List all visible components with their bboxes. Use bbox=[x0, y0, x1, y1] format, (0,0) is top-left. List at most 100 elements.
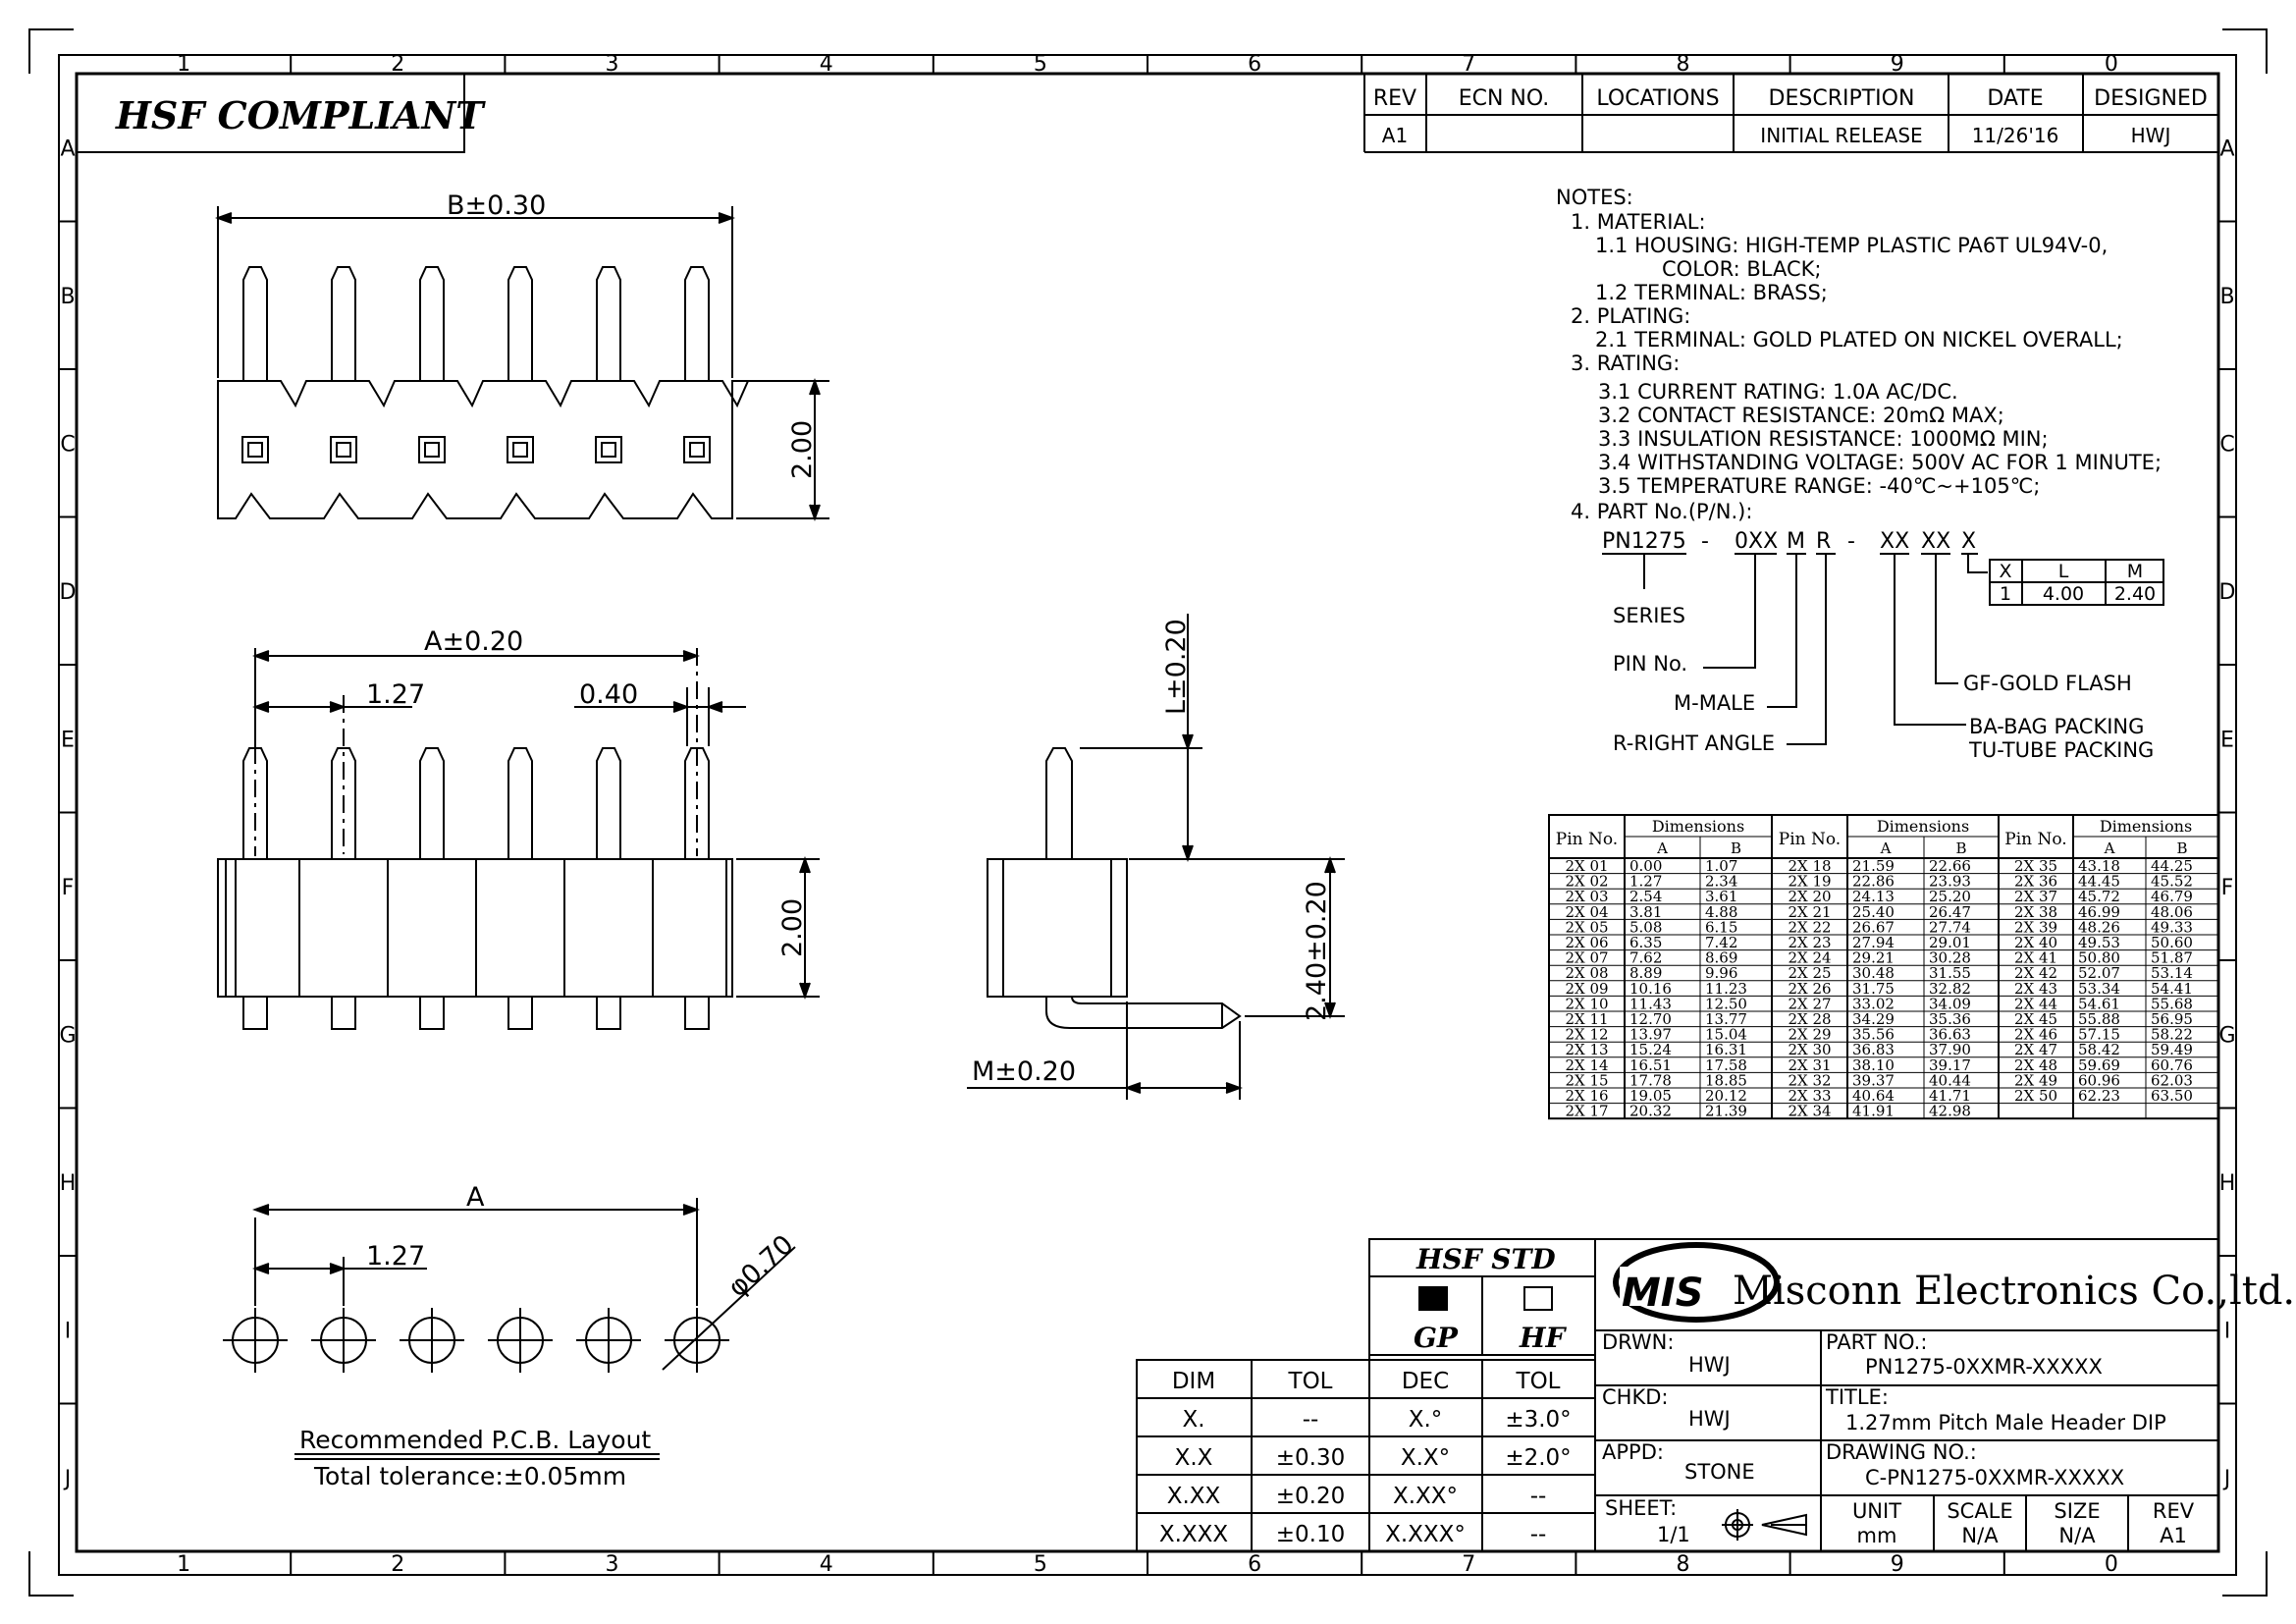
pin-table-cell: 7.62 bbox=[1629, 949, 1662, 967]
top-view bbox=[215, 206, 829, 521]
zone-column-label: 2 bbox=[391, 1552, 404, 1577]
pin-table-cell: 2X 41 bbox=[2014, 949, 2057, 967]
zone-column-label: 9 bbox=[1891, 52, 1904, 77]
pin-table-cell: 2X 26 bbox=[1788, 980, 1831, 998]
pin-square-inner bbox=[424, 442, 440, 458]
pin-table-cell: 56.95 bbox=[2151, 1010, 2193, 1028]
zone-column-label: 0 bbox=[2105, 1552, 2118, 1577]
drawing-no-label: DRAWING NO.: bbox=[1826, 1440, 1977, 1464]
chkd-value: HWJ bbox=[1688, 1407, 1731, 1431]
pin-table-cell: 25.40 bbox=[1852, 903, 1895, 921]
pin-table-cell: 2X 11 bbox=[1565, 1010, 1608, 1028]
tolerance-cell: ±0.20 bbox=[1276, 1484, 1345, 1509]
pin-table-cell: 32.82 bbox=[1929, 980, 1971, 998]
pin-table-cell: 2X 36 bbox=[2014, 873, 2057, 891]
part-code-plating: XX bbox=[1880, 529, 1909, 554]
pin-table-cell: 2X 42 bbox=[2014, 964, 2057, 982]
pin-top bbox=[596, 266, 621, 381]
pin-table-cell: 0.00 bbox=[1629, 857, 1662, 875]
scale-label: SCALE bbox=[1947, 1499, 2012, 1523]
tol-header-dec: DEC bbox=[1402, 1369, 1449, 1394]
tolerance-cell: ±0.10 bbox=[1276, 1522, 1345, 1547]
pin-table-cell: 3.81 bbox=[1629, 903, 1662, 921]
pin-table-header-b: B bbox=[2176, 839, 2187, 857]
pin-table-cell: 49.53 bbox=[2078, 934, 2120, 951]
dim-pin-width-label: 0.40 bbox=[579, 679, 638, 710]
pin-table-cell: 27.94 bbox=[1852, 934, 1895, 951]
projection-symbol-icon bbox=[1722, 1509, 1807, 1541]
pin-table-cell: 2X 27 bbox=[1788, 995, 1831, 1012]
pin-table-cell: 15.24 bbox=[1629, 1041, 1672, 1058]
pcb-hole-diameter-label: φ0.70 bbox=[722, 1229, 800, 1303]
pin-table-cell: 50.60 bbox=[2151, 934, 2193, 951]
size-value: N/A bbox=[2058, 1524, 2096, 1547]
xlm-table bbox=[1989, 559, 2164, 606]
pin-table-cell: 16.31 bbox=[1705, 1041, 1747, 1058]
notes-line: 1.2 TERMINAL: BRASS; bbox=[1595, 281, 1828, 304]
pin-table-cell: 2X 25 bbox=[1788, 964, 1831, 982]
zone-row-label: I bbox=[2224, 1319, 2231, 1343]
pin-table-cell: 34.29 bbox=[1852, 1010, 1895, 1028]
pin-top bbox=[419, 266, 445, 381]
zone-column-label: 3 bbox=[606, 52, 619, 77]
pin-tail bbox=[507, 996, 533, 1030]
notes-line: 3.4 WITHSTANDING VOLTAGE: 500V AC FOR 1 … bbox=[1598, 451, 2162, 474]
tolerance-cell: X.X° bbox=[1401, 1445, 1450, 1471]
tolerance-cell: -- bbox=[1303, 1407, 1319, 1433]
zone-row-label: A bbox=[2219, 136, 2234, 161]
pin-table-cell: 2X 31 bbox=[1788, 1056, 1831, 1074]
zone-column-label: 9 bbox=[1891, 1552, 1904, 1577]
pin-table-cell: 33.02 bbox=[1852, 995, 1895, 1012]
pin-table-cell: 2X 29 bbox=[1788, 1026, 1831, 1044]
pin-table-cell: 2X 08 bbox=[1565, 964, 1608, 982]
pin-table-cell: 2.34 bbox=[1705, 873, 1737, 891]
pin-table-cell: 39.17 bbox=[1929, 1056, 1971, 1074]
notes-line: 3.3 INSULATION RESISTANCE: 1000MΩ MIN; bbox=[1598, 427, 2049, 451]
title-label: TITLE: bbox=[1825, 1385, 1889, 1409]
pin-table-cell: 2X 20 bbox=[1788, 888, 1831, 905]
callout-male: M-MALE bbox=[1674, 691, 1755, 715]
title-block bbox=[1594, 1238, 2219, 1552]
zone-column-label: 4 bbox=[820, 52, 833, 77]
dim-pitch-label: 1.27 bbox=[366, 679, 425, 710]
appd-label: APPD: bbox=[1602, 1440, 1664, 1464]
pin-table-cell: 26.47 bbox=[1929, 903, 1971, 921]
pin-table-header-a: A bbox=[1656, 839, 1668, 857]
pin-table-cell: 35.56 bbox=[1852, 1026, 1895, 1044]
pin-table-cell: 17.58 bbox=[1705, 1056, 1747, 1074]
pin-table-cell: 59.69 bbox=[2078, 1056, 2120, 1074]
tol-header-dim: DIM bbox=[1172, 1369, 1215, 1394]
pin-table-cell: 2X 14 bbox=[1565, 1056, 1608, 1074]
zone-row-label: C bbox=[2219, 432, 2234, 457]
pin-table-cell: 15.04 bbox=[1705, 1026, 1747, 1044]
pin-table-header-b: B bbox=[1731, 839, 1741, 857]
zone-column-label: 5 bbox=[1034, 1552, 1047, 1577]
tolerance-cell: ±0.30 bbox=[1276, 1445, 1345, 1471]
pin-top bbox=[242, 266, 268, 381]
zone-column-label: 2 bbox=[391, 52, 404, 77]
pin-table-cell: 40.64 bbox=[1852, 1087, 1895, 1105]
zone-column-label: 1 bbox=[177, 1552, 190, 1577]
pin-table-cell: 12.50 bbox=[1705, 995, 1747, 1012]
xlm-header-x: X bbox=[1999, 561, 2011, 582]
company-logo: MIS bbox=[1613, 1242, 1780, 1323]
pin-table-cell: 54.61 bbox=[2078, 995, 2120, 1012]
part-code-packing: XX bbox=[1921, 529, 1950, 554]
pin-table-cell: 23.93 bbox=[1929, 873, 1971, 891]
pin-table-cell: 2X 15 bbox=[1565, 1071, 1608, 1089]
zone-row-label: E bbox=[61, 728, 75, 752]
pin-table-cell: 48.06 bbox=[2151, 903, 2193, 921]
part-code-dash: - bbox=[1701, 529, 1709, 554]
zone-row-label: G bbox=[59, 1023, 76, 1048]
pin-table-cell: 2X 04 bbox=[1565, 903, 1608, 921]
pcb-layout-title: Recommended P.C.B. Layout bbox=[299, 1426, 651, 1454]
zone-column-label: 6 bbox=[1248, 1552, 1261, 1577]
hsf-compliant-label: HSF COMPLIANT bbox=[115, 93, 486, 137]
pin-table-cell: 5.08 bbox=[1629, 918, 1662, 936]
zone-row-label: A bbox=[60, 136, 75, 161]
pin-front bbox=[596, 747, 621, 859]
pin-table-cell: 2X 50 bbox=[2014, 1087, 2057, 1105]
pcb-layout bbox=[223, 1198, 796, 1460]
pin-table-cell: 30.48 bbox=[1852, 964, 1895, 982]
pin-table-cell: 2X 05 bbox=[1565, 918, 1608, 936]
